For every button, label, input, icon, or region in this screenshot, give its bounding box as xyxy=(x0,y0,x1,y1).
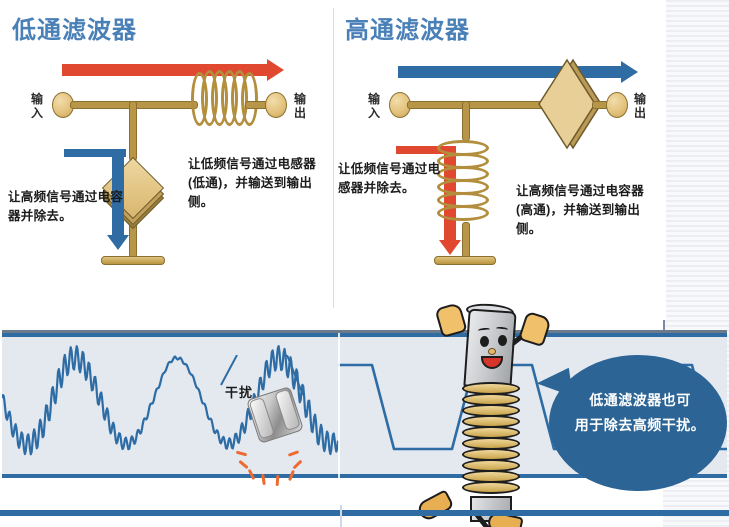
lowpass-capacitor-note: 让高频信号通过电容器并除去。 xyxy=(8,190,124,223)
highpass-inductor xyxy=(434,140,494,226)
lowpass-shunt-arrow-down xyxy=(107,149,129,250)
inductor-mascot xyxy=(415,300,552,527)
lowpass-inductor xyxy=(191,68,267,130)
mascot-hand-right xyxy=(518,310,552,348)
highpass-input-wire xyxy=(407,101,554,109)
lowpass-output-label: 输出 xyxy=(293,92,306,120)
noise-annotation: 干扰 xyxy=(225,385,254,400)
highpass-shunt-wire-lower xyxy=(462,222,470,258)
speech-bubble-line-2: 用于除去高频干扰。 xyxy=(574,417,706,433)
highpass-ground xyxy=(434,256,496,265)
mascot-eye-right xyxy=(498,335,507,346)
lowpass-input-label: 输入 xyxy=(30,92,43,120)
highpass-capacitor xyxy=(538,58,602,150)
mascot-coil xyxy=(462,382,520,502)
lowpass-inductor-note: 让低频信号通过电感器(低通)，并输送到输出侧。 xyxy=(188,157,317,209)
mascot-nose xyxy=(488,348,496,355)
mascot-eye-left xyxy=(480,336,489,347)
wave-panel-top-edge xyxy=(2,330,727,333)
lowpass-shunt-wire xyxy=(129,101,137,161)
highpass-inductor-note: 让低频信号通过电感器并除去。 xyxy=(338,162,441,195)
lowpass-output-terminal xyxy=(265,92,287,118)
highpass-capacitor-note: 让高频信号通过电容器(高通)，并输送到输出侧。 xyxy=(516,184,645,236)
highpass-output-terminal xyxy=(606,92,628,118)
mascot-foot-left xyxy=(415,489,455,523)
noise-leader-line xyxy=(220,355,304,396)
speech-bubble-text: 低通滤波器也可 用于除去高频干扰。 xyxy=(560,388,720,438)
mascot-mouth xyxy=(481,356,503,369)
lowpass-ground xyxy=(101,256,165,265)
highpass-output-label: 输出 xyxy=(633,92,646,120)
highpass-shunt-wire xyxy=(462,101,470,141)
highpass-input-label: 输入 xyxy=(367,92,380,120)
footer-bar xyxy=(0,510,729,516)
speech-bubble xyxy=(549,355,727,491)
speech-bubble-line-1: 低通滤波器也可 xyxy=(589,392,691,408)
mascot-hand-left xyxy=(434,301,468,339)
highpass-heading: 高通滤波器 xyxy=(345,17,470,44)
highpass-shunt-arrow-horizontal xyxy=(396,146,450,154)
lowpass-heading: 低通滤波器 xyxy=(12,17,137,44)
lowpass-shunt-arrow-horizontal xyxy=(64,149,126,157)
section-divider xyxy=(333,8,334,308)
diagram-card: 低通滤波器 高通滤波器 输入 xyxy=(8,8,646,308)
wave-panel-divider xyxy=(338,333,340,478)
footer-bar-mark xyxy=(340,505,342,527)
